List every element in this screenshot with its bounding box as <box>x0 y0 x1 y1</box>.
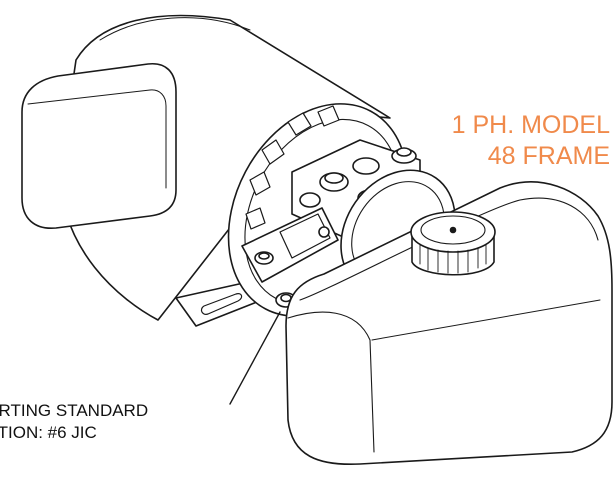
frame-label: 48 FRAME <box>487 142 610 170</box>
reservoir-tank <box>285 181 613 466</box>
connection-label: ECTION: #6 JIC <box>0 423 97 442</box>
solenoid-valve <box>241 207 339 283</box>
filler-cap <box>410 211 496 276</box>
port-leader-line <box>229 311 281 405</box>
model-label: 1 PH. MODEL <box>451 111 610 139</box>
terminal-box <box>21 63 177 229</box>
porting-standard-label: PORTING STANDARD <box>0 401 149 420</box>
model-annotation: 1 PH. MODEL 48 FRAME <box>452 110 610 172</box>
port-annotation: PORTING STANDARD ECTION: #6 JIC <box>0 400 148 444</box>
